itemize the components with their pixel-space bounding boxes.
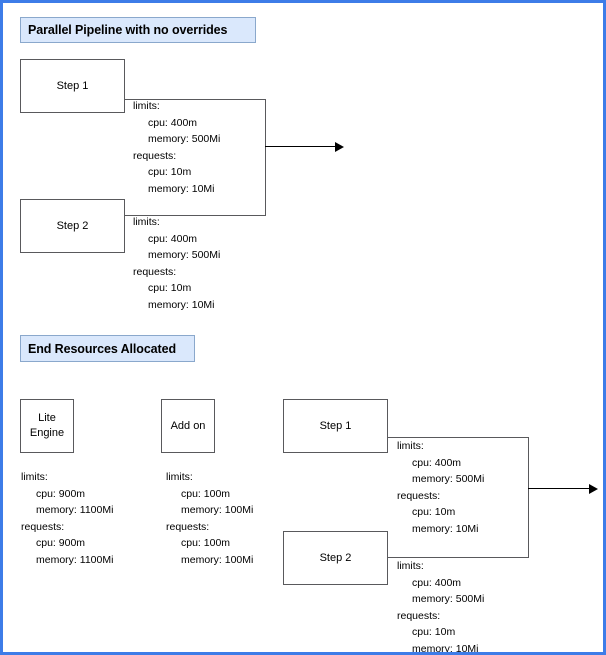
node-label-line-1: Lite (38, 412, 56, 424)
section-title-text: Parallel Pipeline with no overrides (28, 23, 228, 37)
node-label: Step 1 (319, 419, 352, 432)
limits-memory: memory: 1100Mi (36, 504, 114, 517)
resources-bottom-step-1: limits: cpu: 400m memory: 500Mi requests: cp… (397, 438, 484, 538)
node-label: Step 1 (56, 79, 89, 92)
requests-label: requests: (166, 520, 210, 533)
limits-cpu: cpu: 400m (148, 232, 198, 245)
edge-top-step-1-to-junction (125, 99, 266, 101)
node-label: Step 2 (319, 551, 352, 564)
requests-memory: memory: 10Mi (148, 182, 215, 195)
node-add-on[interactable]: Add on (161, 399, 215, 453)
limits-label: limits: (133, 100, 160, 112)
requests-label: requests: (397, 489, 441, 502)
node-label: Step 2 (56, 219, 89, 232)
limits-cpu: cpu: 400m (148, 116, 198, 129)
requests-label: requests: (21, 520, 65, 533)
edge-bottom-step-2-to-junction (388, 557, 529, 559)
edge-bottom-junction-vertical (528, 437, 530, 558)
node-bottom-step-2[interactable]: Step 2 (283, 531, 388, 585)
limits-cpu: cpu: 900m (36, 487, 86, 500)
limits-cpu: cpu: 400m (412, 456, 462, 469)
node-top-step-2[interactable]: Step 2 (20, 199, 125, 253)
limits-memory: memory: 500Mi (148, 133, 221, 146)
limits-memory: memory: 500Mi (412, 473, 485, 486)
requests-cpu: cpu: 10m (412, 626, 456, 639)
node-bottom-step-1[interactable]: Step 1 (283, 399, 388, 453)
limits-cpu: cpu: 400m (412, 576, 462, 589)
edge-bottom-step-1-to-junction (388, 437, 529, 439)
requests-cpu: cpu: 10m (412, 506, 456, 519)
requests-label: requests: (133, 265, 177, 278)
requests-label: requests: (133, 149, 177, 162)
resources-add-on: limits: cpu: 100m memory: 100Mi requests: cp… (166, 469, 253, 569)
edge-top-step-2-to-junction (125, 215, 266, 217)
edge-top-output-arrow-line (265, 146, 337, 148)
edge-top-output-arrowhead (335, 142, 344, 152)
requests-memory: memory: 10Mi (148, 298, 215, 311)
node-label-line-1: Add on (170, 419, 206, 432)
edge-top-junction-vertical (265, 99, 267, 216)
resources-bottom-step-2: limits: cpu: 400m memory: 500Mi requests: cp… (397, 558, 485, 655)
limits-label: limits: (397, 440, 424, 452)
section-title-text: End Resources Allocated (28, 341, 176, 356)
limits-label: limits: (133, 216, 160, 228)
requests-memory: memory: 100Mi (181, 553, 254, 566)
requests-memory: memory: 10Mi (412, 642, 479, 655)
resources-top-step-2: limits: cpu: 400m memory: 500Mi requests: cp… (133, 214, 220, 314)
edge-bottom-output-arrow-line (528, 488, 591, 490)
requests-cpu: cpu: 10m (148, 282, 192, 295)
node-lite-engine[interactable]: Lite Engine (20, 399, 74, 453)
limits-cpu: cpu: 100m (181, 487, 231, 500)
limits-label: limits: (397, 560, 424, 572)
limits-memory: memory: 500Mi (148, 249, 221, 262)
section-title-end-resources: End Resources Allocated (20, 335, 195, 362)
limits-label: limits: (166, 471, 193, 483)
requests-cpu: cpu: 900m (36, 537, 86, 550)
limits-label: limits: (21, 471, 48, 483)
requests-cpu: cpu: 100m (181, 537, 231, 550)
resources-top-step-1: limits: cpu: 400m memory: 500Mi requests: cp… (133, 98, 220, 198)
limits-memory: memory: 100Mi (181, 504, 254, 517)
node-label-line-2: Engine (29, 427, 65, 439)
requests-memory: memory: 10Mi (412, 522, 479, 535)
requests-cpu: cpu: 10m (148, 166, 192, 179)
requests-label: requests: (397, 609, 441, 622)
node-top-step-1[interactable]: Step 1 (20, 59, 125, 113)
requests-memory: memory: 1100Mi (36, 553, 114, 566)
limits-memory: memory: 500Mi (412, 593, 485, 606)
edge-bottom-output-arrowhead (589, 484, 598, 494)
section-title-parallel-pipeline: Parallel Pipeline with no overrides (20, 17, 256, 43)
resources-lite-engine: limits: cpu: 900m memory: 1100Mi requests: c… (21, 469, 113, 569)
